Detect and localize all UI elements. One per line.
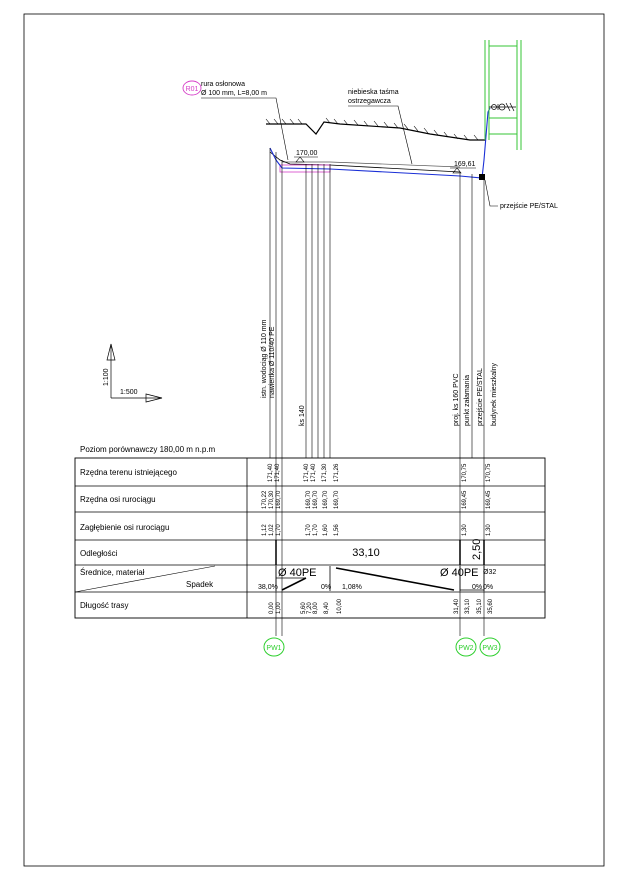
scale-indicator: 1:100 1:500 [103, 343, 163, 403]
row-slope: Spadek [186, 580, 214, 589]
elevation-marker-right: 169,61 [450, 161, 476, 174]
reference-level: Poziom porównawczy 180,00 m n.p.m [80, 445, 216, 454]
length-value: 8,40 [324, 602, 330, 614]
row-depth: Zagłębienie osi rurociągu [80, 523, 169, 532]
depth-value: 1,30 [462, 524, 468, 536]
length-value: 7,20 [307, 602, 313, 614]
depth-value: 1,70 [313, 524, 319, 536]
label-tapping-saddle: nawiertka Ø 110/40 PE [269, 326, 276, 398]
length-value: 35,60 [488, 598, 494, 614]
slope-2: 0% [321, 584, 331, 591]
elevation-marker-left: 170,00 [294, 150, 318, 163]
length-value: 35,10 [477, 598, 483, 614]
axis-value: 169,45 [462, 490, 468, 509]
terrain-value: 171,40 [268, 463, 274, 482]
axis-value: 169,70 [334, 490, 340, 509]
row-distances: Odległości [80, 549, 118, 558]
node-pw1: PW1 [263, 637, 285, 657]
axis-value: 169,70 [313, 490, 319, 509]
terrain-value: 171,40 [304, 463, 310, 482]
label-building: budynek mieszkalny [491, 362, 498, 426]
depth-value: 1,12 [262, 524, 268, 536]
row-length: Długość trasy [80, 601, 128, 610]
tape-label-2: ostrzegawcza [348, 98, 391, 105]
slope-4: 0% [472, 584, 482, 591]
elevation-left: 170,00 [296, 150, 318, 157]
terrain-value: 171,26 [334, 463, 340, 482]
depth-value: 1,70 [306, 524, 312, 536]
axis-value: 170,22 [262, 490, 268, 509]
label-existing-pipe: istn. wodociąg Ø 110 mm [261, 319, 268, 398]
node-label-pw2: PW2 [458, 645, 473, 652]
length-values: 0,00 1,00 5,60 7,20 8,00 8,40 10,00 31,4… [269, 598, 494, 614]
axis-value: 170,30 [269, 490, 275, 509]
depth-value: 1,56 [334, 524, 340, 536]
transition-marker [479, 174, 485, 180]
row-axis: Rzędna osi rurociągu [80, 495, 156, 504]
scale-vertical: 1:100 [103, 368, 110, 386]
water-meter-icon [489, 102, 516, 112]
terrain-value: 171,30 [322, 463, 328, 482]
length-value: 31,40 [454, 598, 460, 614]
elevation-right: 169,61 [454, 161, 476, 168]
length-value: 10,00 [337, 598, 343, 614]
casing-label-1: rura osłonowa [201, 81, 245, 88]
distance-short: 2,50 [471, 539, 483, 560]
length-value: 8,00 [313, 602, 319, 614]
node-pw3: PW3 [479, 637, 501, 657]
terrain-value: 170,75 [486, 463, 492, 482]
node-pw2: PW2 [455, 637, 477, 657]
axis-values: 170,22 170,30 169,70 169,70 169,70 169,7… [262, 490, 492, 509]
building [484, 40, 522, 150]
transition-leader [484, 179, 498, 207]
scale-horizontal: 1:500 [120, 389, 138, 396]
length-value: 1,00 [276, 602, 282, 614]
node-label-pw3: PW3 [482, 645, 497, 652]
axis-value: 169,70 [306, 490, 312, 509]
depth-value: 1,30 [486, 524, 492, 536]
label-bend-point: punkt załamania [464, 375, 471, 426]
label-proj-ks160: proj. ks 160 PVC [453, 373, 460, 426]
terrain-value: 171,40 [275, 463, 281, 482]
depth-value: 1,02 [269, 524, 275, 536]
terrain-value: 170,75 [462, 463, 468, 482]
row-diameters: Średnice, materiał [80, 568, 145, 577]
node-label-pw1: PW1 [266, 645, 281, 652]
distance-main: 33,10 [352, 547, 380, 559]
row-terrain: Rzędna terenu istniejącego [80, 468, 178, 477]
station-lines [269, 148, 485, 636]
depth-value: 1,60 [323, 524, 329, 536]
length-value: 33,10 [465, 598, 471, 614]
axis-value: 169,70 [323, 490, 329, 509]
profile-table: Rzędna terenu istniejącego Rzędna osi ru… [74, 457, 546, 619]
slope-1: 38,0% [258, 584, 278, 591]
casing-badge: R01 [186, 86, 199, 93]
tape-label-1: niebieska taśma [348, 89, 399, 96]
label-pe-steel: przejście PE/STAL [477, 368, 484, 426]
depth-value: 1,70 [276, 524, 282, 536]
axis-value: 169,45 [486, 490, 492, 509]
sheet-frame [23, 13, 605, 867]
terrain-line [265, 117, 486, 141]
tape-callout: niebieska taśma ostrzegawcza [348, 89, 413, 165]
slope-5: 0% [483, 584, 493, 591]
axis-value: 169,70 [276, 490, 282, 509]
terrain-value: 171,40 [311, 463, 317, 482]
diameter-left: Ø 40PE [278, 567, 317, 579]
terrain-values: 171,40 171,40 171,40 171,40 171,30 171,2… [268, 463, 492, 482]
length-value: 5,60 [301, 602, 307, 614]
casing-callout: R01 rura osłonowa Ø 100 mm, L=8,00 m [182, 80, 289, 161]
slope-3: 1,08% [342, 584, 362, 591]
casing-label-2: Ø 100 mm, L=8,00 m [201, 90, 267, 97]
length-value: 0,00 [269, 602, 275, 614]
diameter-small: Ø32 [483, 569, 496, 576]
diameter-right: Ø 40PE [440, 567, 479, 579]
trench-bottom [269, 151, 461, 173]
depth-values: 1,12 1,02 1,70 1,70 1,70 1,60 1,56 1,30 … [262, 524, 492, 536]
transition-label: przejście PE/STAL [500, 203, 558, 210]
label-ks140: ks 140 [299, 405, 306, 426]
